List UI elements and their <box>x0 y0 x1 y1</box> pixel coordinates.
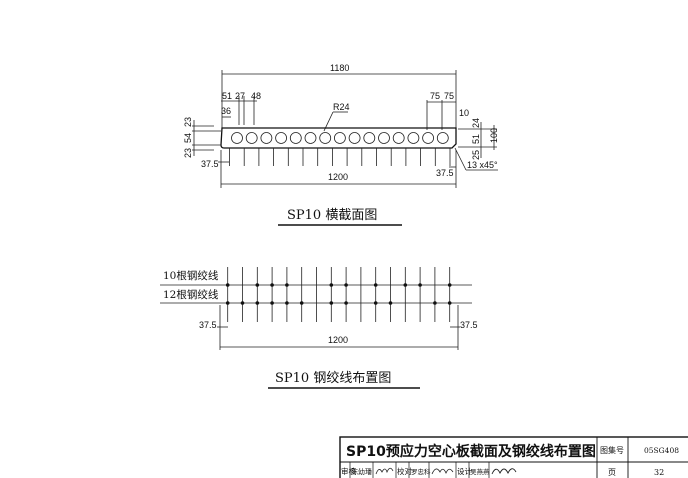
cross-section: 1180 51 27 48 36 R24 75 75 10 23 54 23 <box>183 63 499 226</box>
strand-dot-row2 <box>270 301 274 305</box>
dim-bottom-width: 1200 <box>328 172 348 182</box>
hole <box>245 132 258 144</box>
title-block: SP10预应力空心板截面及钢绞线布置图 图集号 05SG408 审核 陈幼璠 校… <box>339 436 688 478</box>
drawing-title: SP10预应力空心板截面及钢绞线布置图 <box>346 443 596 460</box>
strand-dot-row2 <box>240 301 245 305</box>
strand-dot-row2 <box>433 301 437 305</box>
strand-dot-row2 <box>285 301 289 305</box>
strand-dot-row1 <box>344 283 348 287</box>
strand-dot-row1 <box>225 283 230 287</box>
strand-dot-row2 <box>388 301 393 305</box>
reviewer-label: 审核 <box>341 466 356 476</box>
strand-dot-row2 <box>344 301 348 305</box>
hole <box>275 132 288 144</box>
checker-signature <box>431 468 454 475</box>
strand-dot-row1 <box>285 283 289 287</box>
dim-top-width: 1180 <box>330 63 349 73</box>
strand-dot-row1 <box>418 283 422 287</box>
page-number: 32 <box>654 468 664 477</box>
hole <box>260 132 273 144</box>
designer-signature <box>491 468 517 475</box>
hole <box>231 132 243 144</box>
atlas-no-label: 图集号 <box>600 445 624 455</box>
strand-dot-row2 <box>447 301 452 305</box>
dim-right-51: 51 <box>471 134 481 144</box>
row2-label: 12根钢绞线 <box>163 288 219 301</box>
strand-left-37-5: 37.5 <box>199 320 217 330</box>
hole <box>333 132 346 144</box>
dim-left-23a: 23 <box>183 117 193 127</box>
strand-right-37-5: 37.5 <box>460 320 478 330</box>
strand-dot-row2 <box>373 301 378 305</box>
strand-dot-row1 <box>329 283 334 287</box>
page-label: 页 <box>608 468 616 477</box>
dim-75-a: 75 <box>430 91 440 101</box>
hole <box>289 132 302 144</box>
hole <box>319 132 332 144</box>
strand-dot-row1 <box>255 283 260 287</box>
dim-left-54: 54 <box>183 133 193 143</box>
strand-dot-row1 <box>373 283 378 287</box>
designer-label: 设计 <box>457 466 472 476</box>
designer: 吴燕燕 <box>470 467 490 476</box>
strand-dot-row1 <box>403 283 408 287</box>
hole <box>407 132 420 144</box>
dim-chamfer: 13 x45° <box>467 160 498 170</box>
hole <box>436 132 449 144</box>
reviewer-signature <box>375 467 394 475</box>
dim-right-25: 25 <box>471 150 481 160</box>
strand-title: SP10 钢绞线布置图 <box>275 370 391 386</box>
strand-dot-row1 <box>270 283 274 287</box>
hole <box>378 132 390 144</box>
dim-27: 27 <box>235 91 245 101</box>
strand-layout: 10根钢绞线 12根钢绞线 37.5 37.5 1200 SP10 钢绞线布置图 <box>160 267 478 389</box>
checker-label: 校对 <box>397 466 412 476</box>
dim-48: 48 <box>251 91 261 101</box>
hole <box>422 132 435 144</box>
strand-dot-row2 <box>225 301 230 305</box>
dim-radius: R24 <box>333 102 350 112</box>
strand-width: 1200 <box>328 335 348 345</box>
strand-dot-row2 <box>255 301 260 305</box>
hole <box>348 132 361 144</box>
checker: 罗忠科 <box>411 467 431 476</box>
hole <box>392 132 405 144</box>
dim-right-100: 100 <box>489 128 499 143</box>
dim-10: 10 <box>459 108 469 118</box>
dim-left-37-5: 37.5 <box>201 159 219 169</box>
dim-left-23b: 23 <box>183 148 193 158</box>
dim-36: 36 <box>221 106 231 116</box>
strand-dot-row2 <box>329 301 334 305</box>
dim-right-24: 24 <box>471 118 481 128</box>
dim-75-b: 75 <box>444 91 454 101</box>
hole <box>363 132 376 144</box>
row1-label: 10根钢绞线 <box>163 269 219 282</box>
hole <box>304 132 317 144</box>
strand-dot-row1 <box>447 283 452 287</box>
section-title: SP10 横截面图 <box>287 208 377 223</box>
dim-51: 51 <box>222 91 232 101</box>
dim-right-37-5: 37.5 <box>436 168 454 178</box>
reviewer: 陈幼璠 <box>351 467 372 476</box>
atlas-no: 05SG408 <box>644 446 679 455</box>
strand-dot-row2 <box>299 301 304 305</box>
